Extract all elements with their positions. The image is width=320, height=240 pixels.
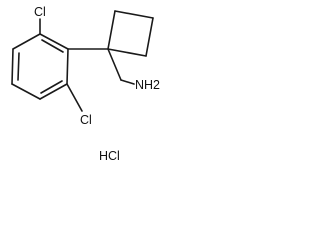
salt-label: HCl: [99, 149, 120, 163]
cl-top-label: Cl: [34, 5, 46, 19]
ring-double-bond: [17, 52, 20, 81]
ring-bond: [145, 17, 154, 57]
ring-bond: [11, 48, 14, 85]
cl-bottom-label: Cl: [80, 113, 92, 127]
benzene-ring: [11, 33, 69, 100]
ring-bond: [39, 33, 69, 50]
amine-bond: [120, 79, 135, 85]
ring-bond: [107, 10, 116, 50]
ring-double-bond: [41, 39, 64, 53]
ring-bond: [114, 10, 154, 19]
methylene-bond: [107, 48, 122, 81]
ring-bond: [39, 83, 68, 100]
ring-bond: [12, 33, 41, 50]
cyclobutane-ring: [107, 10, 154, 57]
amine-label: NH2: [135, 78, 160, 92]
ring-double-bond: [40, 80, 63, 94]
ring-bond: [11, 83, 41, 100]
ring-bond: [66, 48, 69, 85]
chemical-structure: Cl Cl NH2 HCl: [11, 5, 160, 163]
cl-bottom-bond: [66, 83, 83, 112]
ring-bond: [107, 48, 147, 57]
